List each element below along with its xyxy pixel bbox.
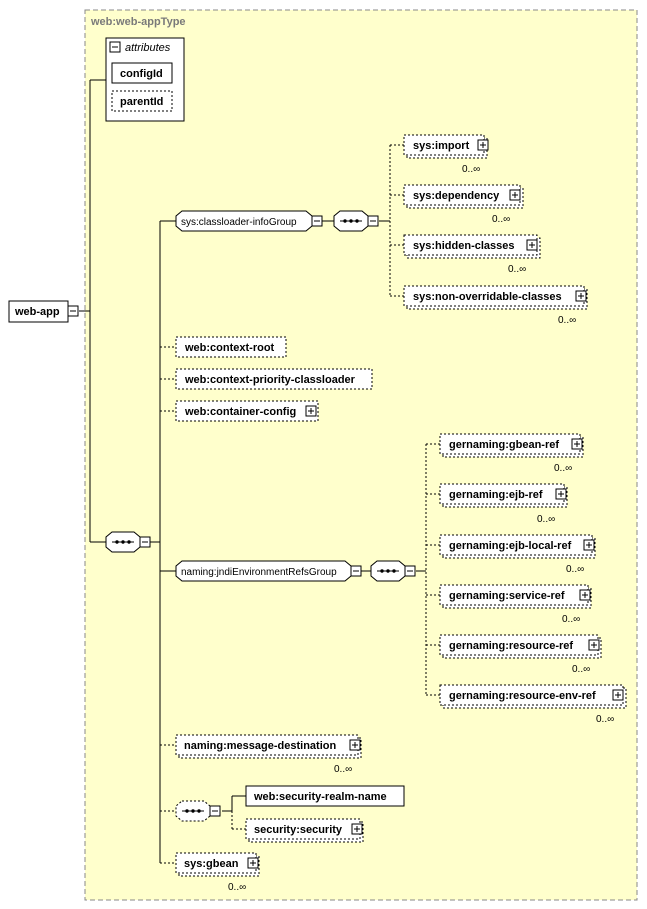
occurrence: 0..∞ [558,315,576,326]
occurrence: 0..∞ [554,463,572,474]
group-jndi-environment-refs[interactable]: naming:jndiEnvironmentRefsGroup [175,560,352,582]
element-label: sys:import [413,140,470,152]
occurrence: 0..∞ [537,514,555,525]
element-naming-message-destination[interactable]: naming:message-destination 0..∞ [175,734,362,775]
optional-connectors [160,144,440,864]
main-sequence-compositor[interactable] [105,531,151,553]
occurrence: 0..∞ [334,764,352,775]
occurrence: 0..∞ [572,664,590,675]
element-web-context-root[interactable]: web:context-root [175,336,287,358]
element-label: gernaming:resource-ref [449,640,573,652]
occurrence: 0..∞ [462,164,480,175]
group-collapse-toggle[interactable] [311,215,323,227]
root-element[interactable]: web-app [8,300,69,323]
root-collapse-toggle[interactable] [67,305,79,317]
element-sys-dependency[interactable]: sys:dependency 0..∞ [403,184,524,225]
occurrence: 0..∞ [562,614,580,625]
element-sys-hidden-classes[interactable]: sys:hidden-classes 0..∞ [403,234,541,275]
security-sequence-compositor[interactable] [175,800,221,822]
element-label: web:container-config [184,406,296,418]
element-gernaming-resource-env-ref[interactable]: gernaming:resource-env-ref 0..∞ [439,684,627,725]
sequence-compositor[interactable] [370,560,416,582]
element-label: gernaming:ejb-local-ref [449,540,572,552]
element-label: sys:gbean [184,858,239,870]
element-gernaming-ejb-ref[interactable]: gernaming:ejb-ref 0..∞ [439,483,568,525]
type-title: web:web-appType [90,16,186,28]
occurrence: 0..∞ [492,214,510,225]
element-label: web:context-priority-classloader [184,374,356,386]
element-label: sys:hidden-classes [413,240,515,252]
element-sys-non-overridable-classes[interactable]: sys:non-overridable-classes 0..∞ [403,285,588,326]
element-sys-import[interactable]: sys:import 0..∞ [403,134,489,175]
element-sys-gbean[interactable]: sys:gbean 0..∞ [175,852,260,893]
element-gernaming-resource-ref[interactable]: gernaming:resource-ref 0..∞ [439,634,602,675]
element-label: gernaming:resource-env-ref [449,690,596,702]
attribute-label: configId [120,68,163,80]
element-label: security:security [254,824,343,836]
element-gernaming-gbean-ref[interactable]: gernaming:gbean-ref 0..∞ [439,433,584,474]
element-label: naming:message-destination [184,740,336,752]
element-gernaming-service-ref[interactable]: gernaming:service-ref 0..∞ [439,584,592,625]
element-web-container-config[interactable]: web:container-config [175,400,319,422]
element-label: web:security-realm-name [253,791,387,803]
sequence-compositor[interactable] [333,210,379,232]
element-security-security[interactable]: security:security [245,818,364,843]
element-label: gernaming:gbean-ref [449,439,559,451]
attribute-label: parentId [120,96,163,108]
element-label: gernaming:ejb-ref [449,489,543,501]
occurrence: 0..∞ [508,264,526,275]
group-label: sys:classloader-infoGroup [181,217,297,228]
group-label: naming:jndiEnvironmentRefsGroup [181,567,337,578]
occurrence: 0..∞ [228,882,246,893]
group-classloader-info[interactable]: sys:classloader-infoGroup [175,210,313,232]
element-label: gernaming:service-ref [449,590,565,602]
element-label: sys:dependency [413,190,500,202]
element-web-security-realm-name[interactable]: web:security-realm-name [245,785,405,807]
attribute-configId[interactable]: configId [111,62,173,84]
group-collapse-toggle[interactable] [350,565,362,577]
attribute-parentId[interactable]: parentId [111,90,173,112]
element-gernaming-ejb-local-ref[interactable]: gernaming:ejb-local-ref 0..∞ [439,534,596,575]
element-label: sys:non-overridable-classes [413,291,562,303]
root-label: web-app [14,306,60,318]
element-label: web:context-root [184,342,275,354]
connectors [79,79,426,863]
element-web-context-priority-classloader[interactable]: web:context-priority-classloader [175,368,373,390]
occurrence: 0..∞ [596,714,614,725]
attributes-title: attributes [125,42,171,54]
occurrence: 0..∞ [566,564,584,575]
